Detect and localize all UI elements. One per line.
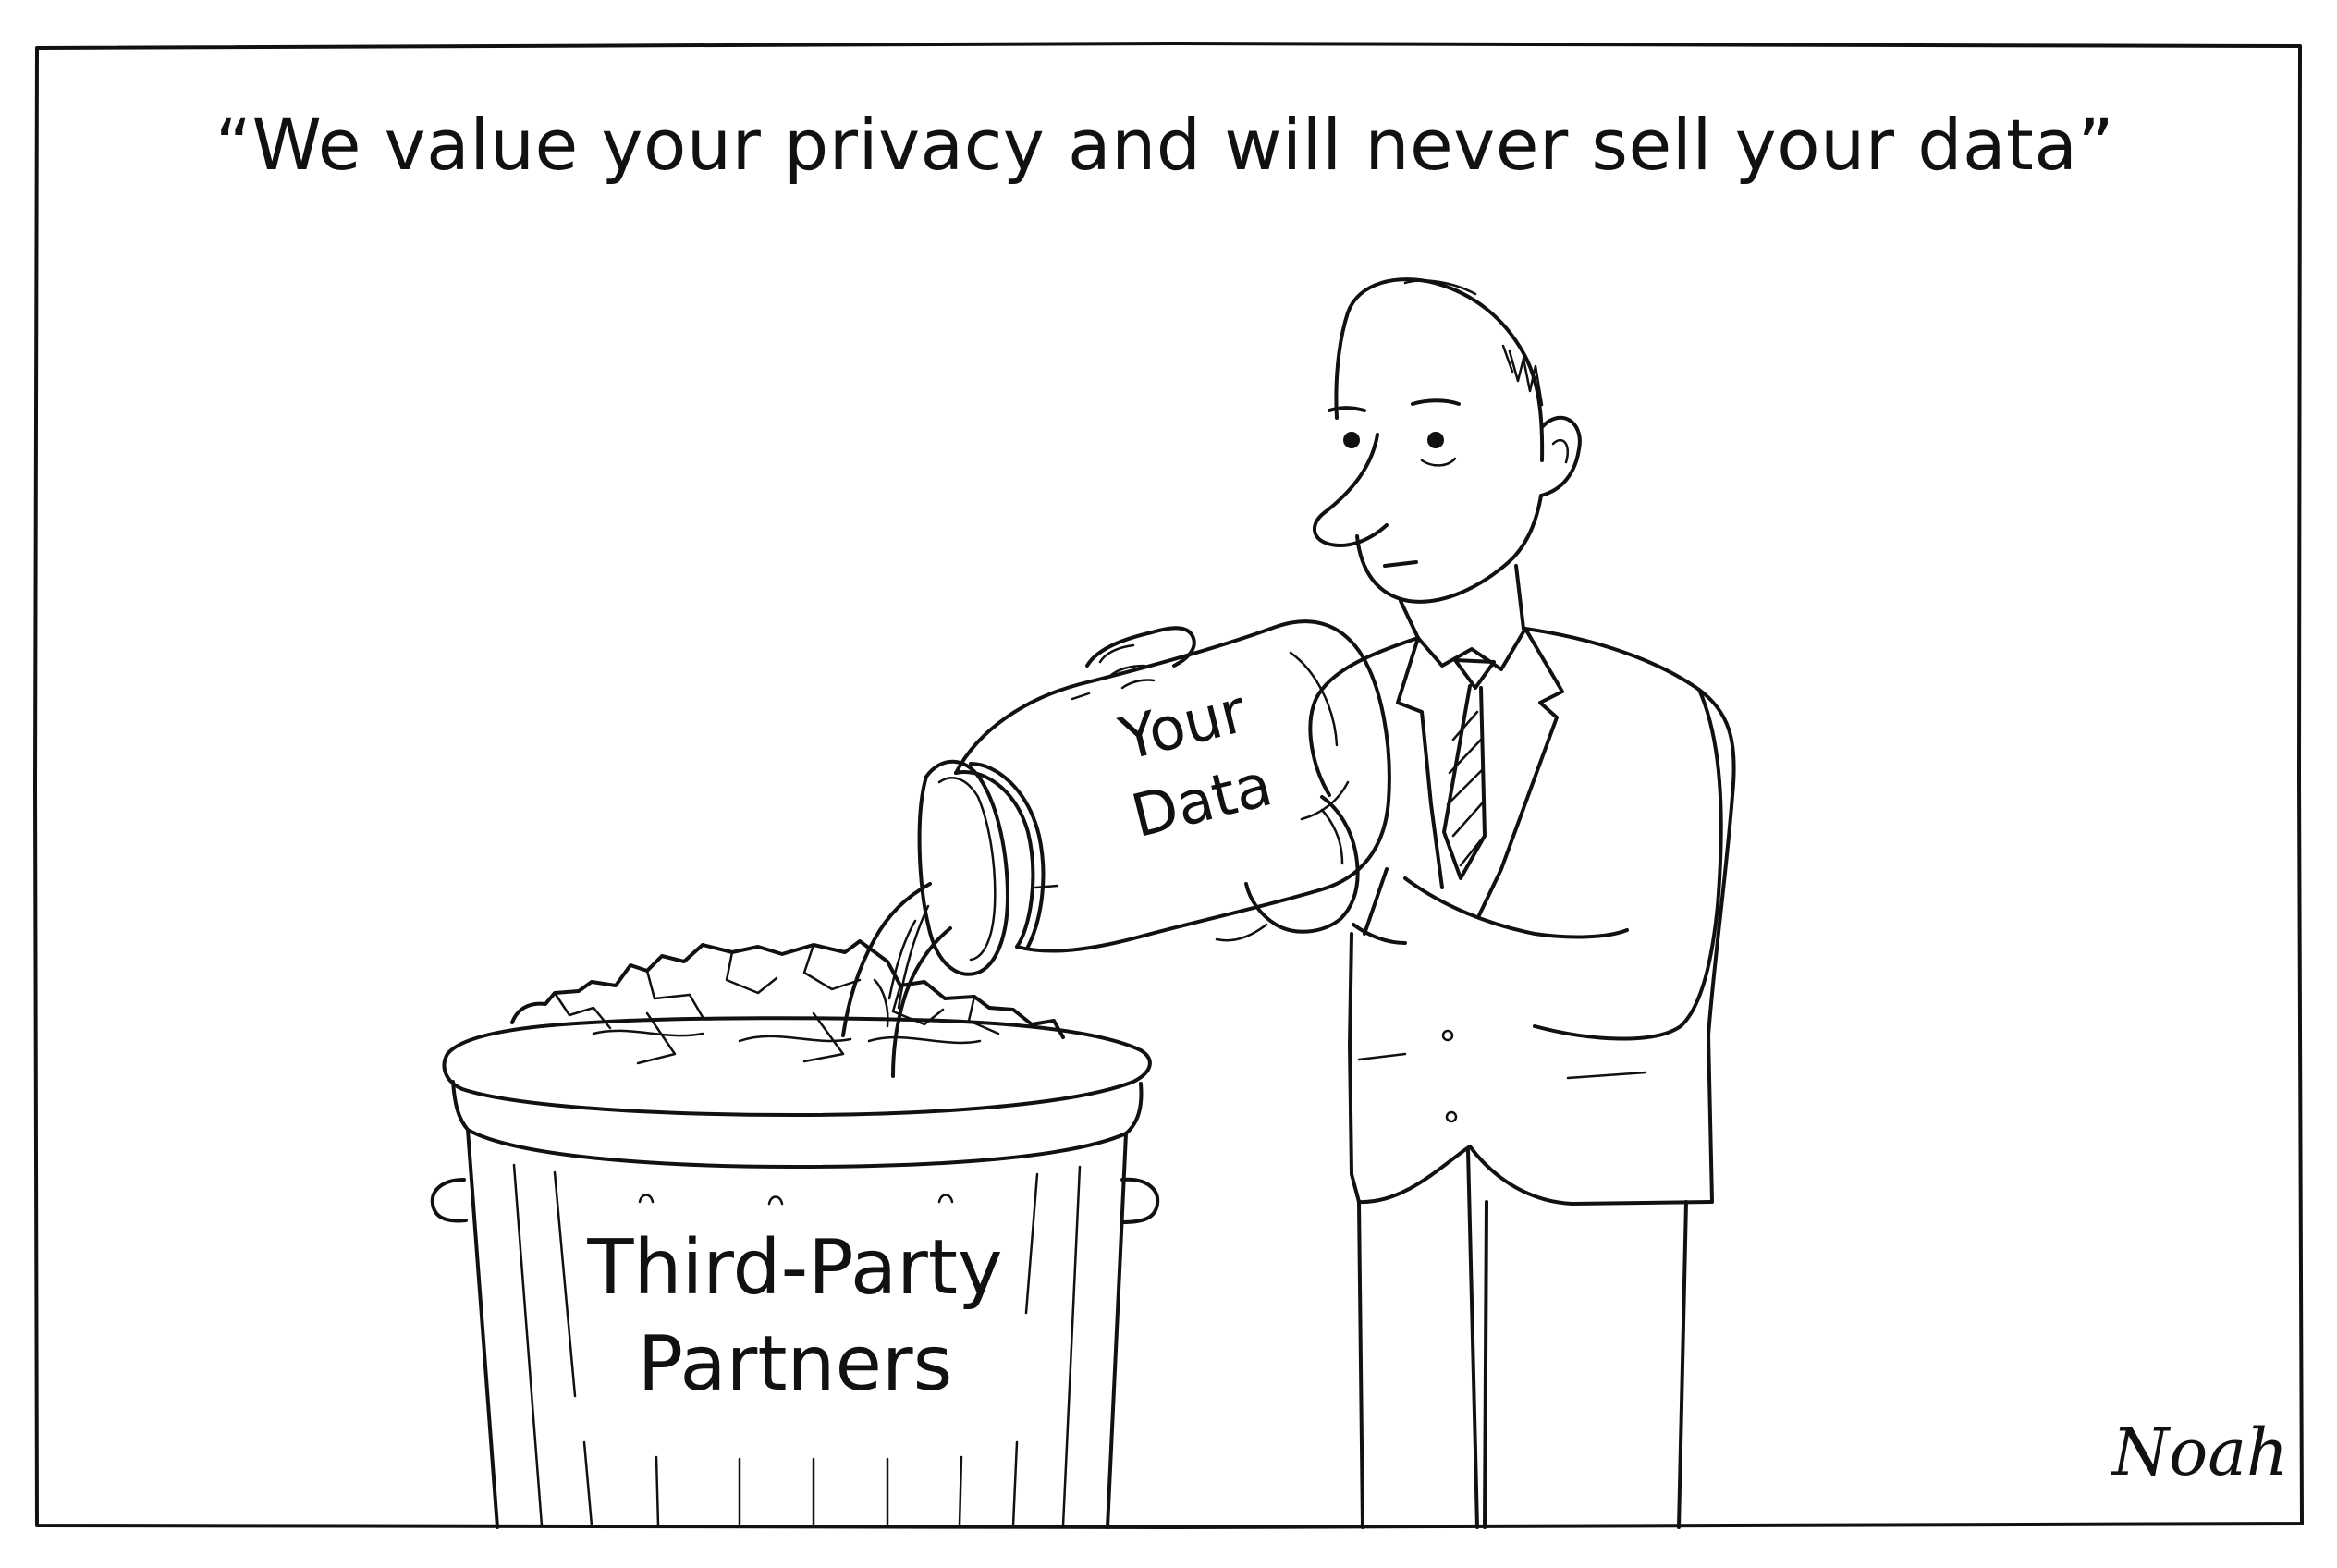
artist-signature: Noah [2111,1415,2289,1490]
bin-label-line-2: Partners [637,1320,953,1408]
jar-with-hands [917,619,1391,976]
trash-bin [430,939,1160,1529]
bin-label: Third-Party Partners [499,1220,1091,1413]
caption-text: “We value your privacy and will never se… [214,104,2115,186]
panel-frame [33,42,2304,1529]
bin-label-line-1: Third-Party [587,1224,1003,1312]
businessman-figure [1308,277,1736,1529]
pouring-data-stream [841,882,952,1078]
